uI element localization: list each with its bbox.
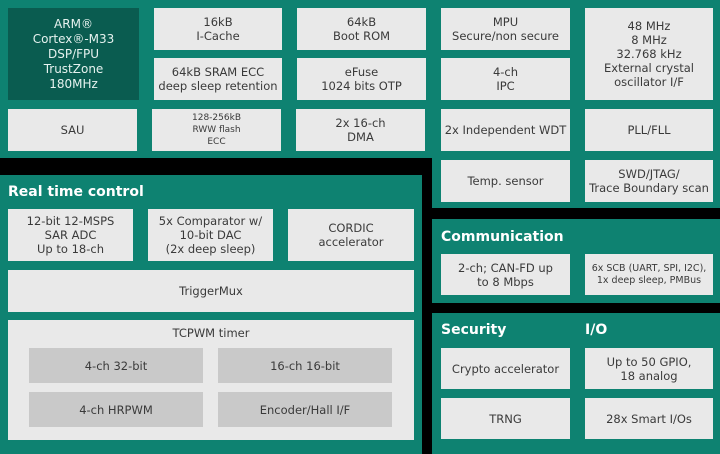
security-title: Security — [441, 322, 507, 338]
pll-block: PLL/FLL — [585, 109, 713, 151]
ipc-block: 4-ch IPC — [441, 58, 570, 100]
efuse-block: eFuse 1024 bits OTP — [297, 58, 426, 100]
icache-block: 16kB I-Cache — [154, 8, 282, 50]
can-block: 2-ch; CAN-FD up to 8 Mbps — [441, 254, 570, 295]
wdt-block: 2x Independent WDT — [441, 109, 570, 151]
flash-block: 128-256kB RWW flash ECC — [152, 109, 281, 151]
crypto-block: Crypto accelerator — [441, 348, 570, 389]
bootrom-block: 64kB Boot ROM — [297, 8, 426, 50]
sram-block: 64kB SRAM ECC deep sleep retention — [154, 58, 282, 100]
mpu-block: MPU Secure/non secure — [441, 8, 570, 50]
io-title: I/O — [585, 322, 608, 338]
tcpwm-item: 4-ch HRPWM — [29, 392, 203, 427]
cpu-block: ARM® Cortex®-M33 DSP/FPU TrustZone 180MH… — [8, 8, 139, 100]
debug-block: SWD/JTAG/ Trace Boundary scan — [585, 160, 713, 202]
realtime-title: Real time control — [8, 184, 144, 200]
tcpwm-title: TCPWM timer — [172, 326, 250, 340]
cordic-block: CORDIC accelerator — [288, 209, 414, 261]
dma-block: 2x 16-ch DMA — [296, 109, 425, 151]
scb-block: 6x SCB (UART, SPI, I2C), 1x deep sleep, … — [585, 254, 713, 295]
clocks-block: 48 MHz 8 MHz 32.768 kHz External crystal… — [585, 8, 713, 100]
adc-block: 12-bit 12-MSPS SAR ADC Up to 18-ch — [8, 209, 133, 261]
tcpwm-item: 4-ch 32-bit — [29, 348, 203, 383]
smartio-block: 28x Smart I/Os — [585, 398, 713, 439]
comparator-block: 5x Comparator w/ 10-bit DAC (2x deep sle… — [148, 209, 273, 261]
triggermux-block: TriggerMux — [8, 270, 414, 312]
gpio-block: Up to 50 GPIO, 18 analog — [585, 348, 713, 389]
trng-block: TRNG — [441, 398, 570, 439]
communication-title: Communication — [441, 229, 564, 245]
sau-block: SAU — [8, 109, 137, 151]
tcpwm-item: 16-ch 16-bit — [218, 348, 392, 383]
temp-sensor-block: Temp. sensor — [441, 160, 570, 202]
tcpwm-item: Encoder/Hall I/F — [218, 392, 392, 427]
